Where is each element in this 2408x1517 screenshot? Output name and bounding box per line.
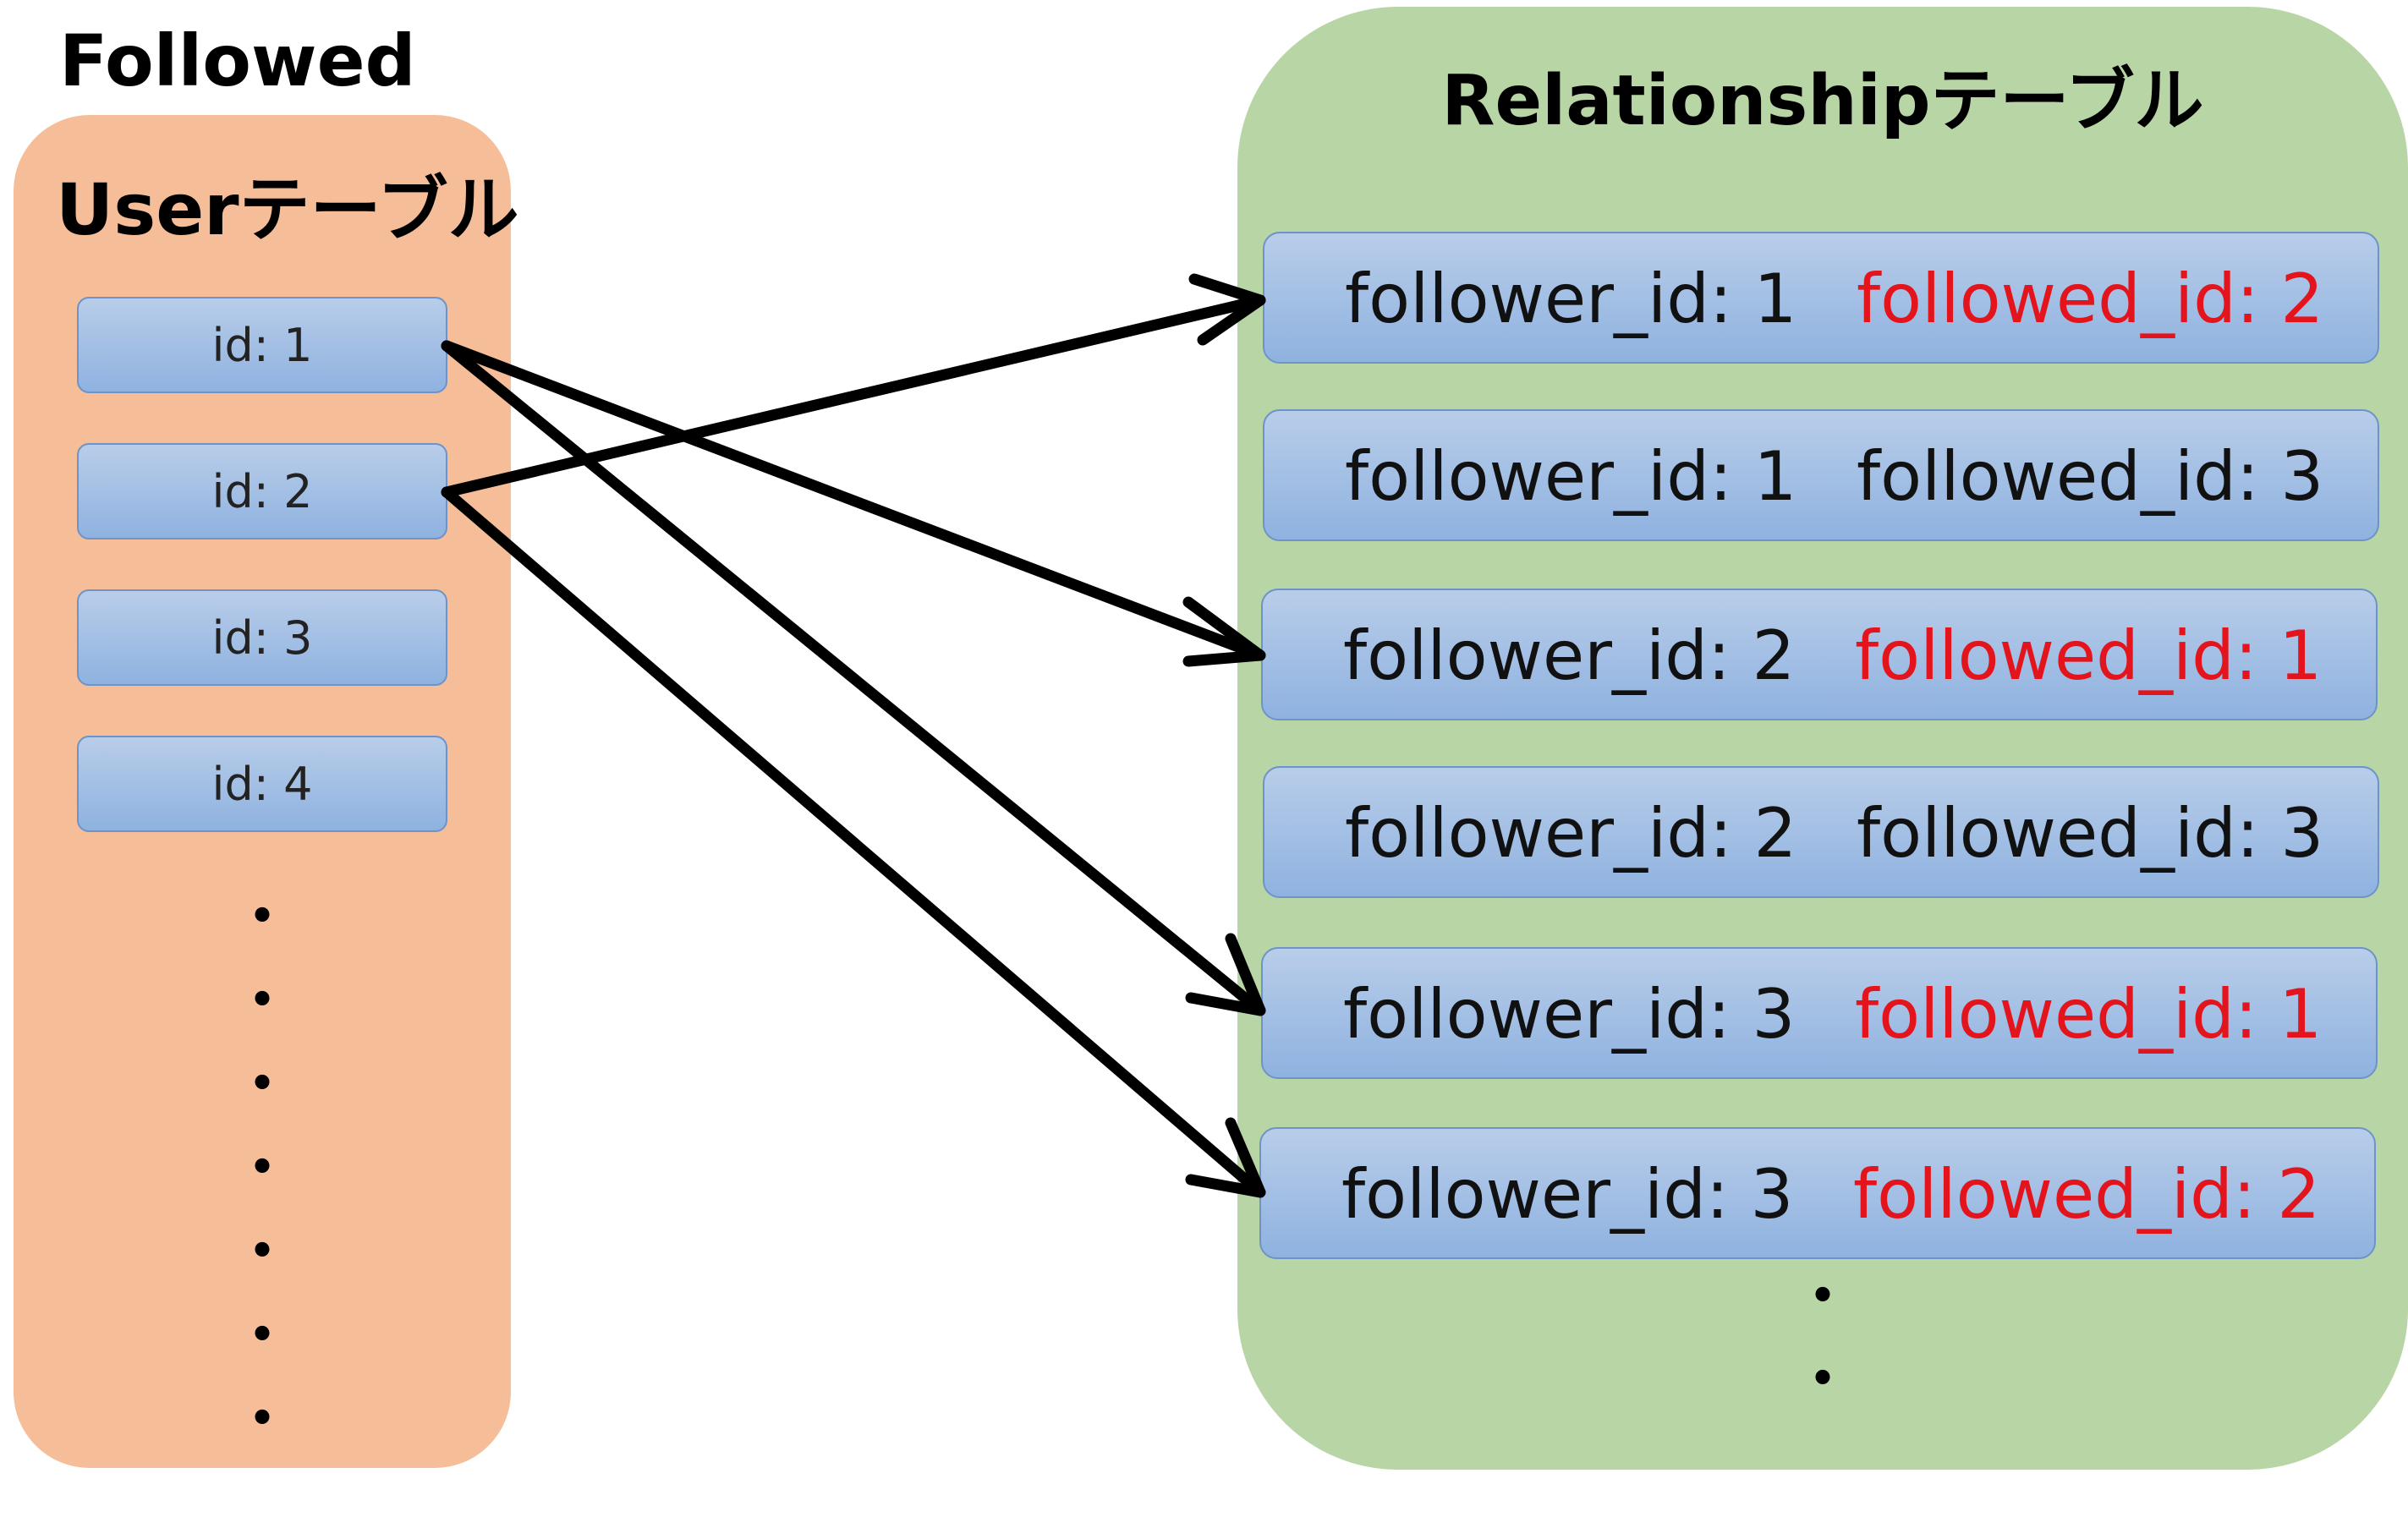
- ellipsis-dot: ・: [233, 1301, 292, 1370]
- ellipsis-dot: ・: [233, 1133, 292, 1202]
- follower-id-label: follower_id: 3: [1343, 975, 1796, 1054]
- followed-id-label: followed_id: 1: [1855, 975, 2323, 1054]
- relationship-row: follower_id: 1 followed_id: 3: [1263, 409, 2379, 541]
- followed-id-label: followed_id: 2: [1857, 260, 2324, 338]
- arrow-id2-to-row1: [441, 294, 1266, 498]
- relationship-row: follower_id: 3 followed_id: 2: [1259, 1127, 2376, 1259]
- relationship-row: follower_id: 2 followed_id: 3: [1263, 766, 2379, 898]
- user-row-4: id: 4: [77, 736, 447, 832]
- relationship-table-title: Relationshipテーブル: [1441, 61, 2204, 141]
- relationship-table: Relationshipテーブル follower_id: 1 followed_…: [1237, 7, 2408, 1470]
- ellipsis-dot: ・: [233, 1217, 292, 1286]
- arrow-id1-to-row3: [441, 340, 1266, 661]
- followed-id-label: followed_id: 3: [1857, 794, 2324, 873]
- followed-id-label: followed_id: 1: [1855, 616, 2323, 695]
- ellipsis-dot: ・: [1793, 1262, 1852, 1331]
- user-row-3: id: 3: [77, 589, 447, 686]
- followed-id-label: followed_id: 3: [1857, 437, 2324, 516]
- ellipsis-dot: ・: [233, 1049, 292, 1119]
- ellipsis-dot: ・: [233, 882, 292, 951]
- user-row-label: id: 4: [211, 757, 313, 811]
- arrowhead: [1185, 1117, 1266, 1198]
- user-row-label: id: 1: [211, 318, 313, 372]
- arrowhead: [1182, 596, 1266, 667]
- arrow-id2-to-row6: [441, 486, 1266, 1198]
- follower-id-label: follower_id: 1: [1345, 437, 1797, 516]
- user-row-label: id: 3: [211, 611, 313, 665]
- followed-label: Followed: [59, 19, 416, 102]
- ellipsis-dot: ・: [233, 966, 292, 1035]
- follower-id-label: follower_id: 3: [1341, 1155, 1794, 1234]
- relationship-row: follower_id: 1 followed_id: 2: [1263, 232, 2379, 364]
- arrowhead: [1188, 273, 1266, 346]
- ellipsis-dot: ・: [1793, 1344, 1852, 1414]
- relationship-row: follower_id: 2 followed_id: 1: [1261, 589, 2378, 720]
- user-table: Userテーブル id: 1 id: 2 id: 3 id: 4 ・ ・ ・ ・…: [14, 115, 519, 1468]
- user-row-label: id: 2: [211, 464, 313, 518]
- user-table-title: Userテーブル: [56, 168, 519, 251]
- user-row-2: id: 2: [77, 443, 447, 539]
- follower-id-label: follower_id: 1: [1345, 260, 1797, 338]
- follower-id-label: follower_id: 2: [1343, 616, 1796, 695]
- arrow-id1-to-row5: [441, 340, 1266, 1016]
- ellipsis-dot: ・: [233, 1384, 292, 1454]
- relationship-row: follower_id: 3 followed_id: 1: [1261, 947, 2378, 1079]
- arrowhead: [1185, 933, 1266, 1016]
- follower-id-label: follower_id: 2: [1345, 794, 1797, 873]
- followed-id-label: followed_id: 2: [1853, 1155, 2321, 1234]
